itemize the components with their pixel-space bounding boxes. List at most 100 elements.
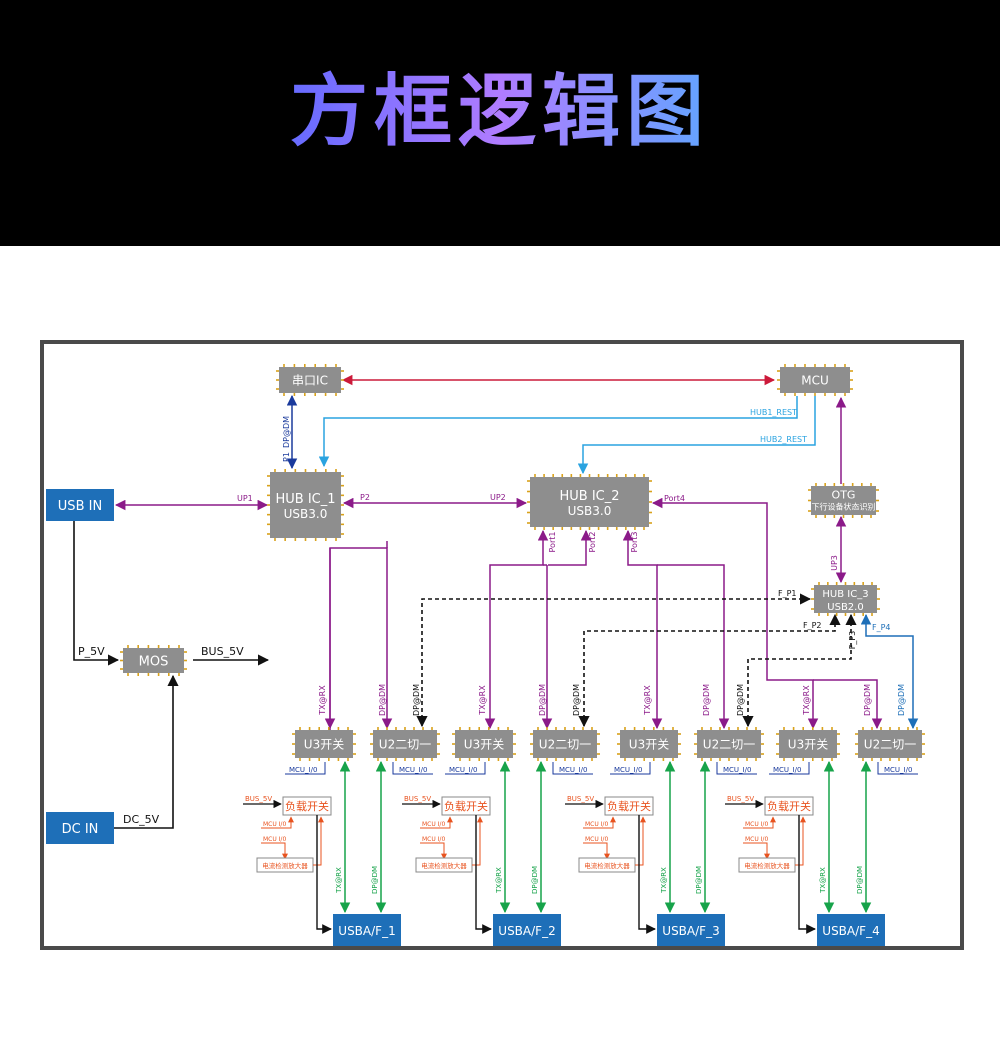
- hub1-rest-label: HUB1_REST: [750, 408, 797, 417]
- fp4-label: F_P4: [872, 623, 891, 632]
- load-switch-3: [604, 796, 654, 816]
- usba-txrx-label: TX@RX: [495, 867, 503, 894]
- load-mcu-io-label: MCU I/0: [263, 821, 286, 828]
- load-bus5v-label: BUS_5V: [245, 795, 272, 803]
- usba-dpdm-label: DP@DM: [371, 866, 379, 894]
- dcin-mos-line: [114, 674, 179, 829]
- load-bus5v-label: BUS_5V: [567, 795, 594, 803]
- u2-mcu-io-label: MCU_I/0: [723, 766, 751, 774]
- usba-dpdm-label: DP@DM: [695, 866, 703, 894]
- u3-switch-4-label: U3开关: [788, 738, 828, 752]
- hub3-fp3-line: [742, 613, 857, 728]
- usba-block-4: [817, 914, 885, 946]
- mos-chip: MOS: [120, 645, 187, 676]
- hub-ic-2-chip-label: HUB IC_2: [559, 489, 619, 504]
- port2-label: Port2: [588, 532, 597, 553]
- load-switch-1: [282, 796, 332, 816]
- up2-label: UP2: [490, 493, 506, 502]
- header-banner: 方框逻辑图: [0, 0, 1000, 246]
- hub-ic-3-chip-sublabel: USB2.0: [827, 602, 863, 613]
- dc5v-label: DC_5V: [123, 813, 160, 826]
- amp-mcu-io-label: MCU I/0: [745, 836, 768, 843]
- usba-label-2: USBA/F_2: [498, 924, 555, 938]
- diagram-frame: [40, 340, 964, 950]
- port1-label: Port1: [548, 532, 557, 553]
- mos-chip-label: MOS: [139, 654, 169, 669]
- u3-switch-3: U3开关: [617, 727, 681, 761]
- usba-block-1: [333, 914, 401, 946]
- u3-mcu-io-label: MCU_I/0: [773, 766, 801, 774]
- u3-txrx-label: TX@RX: [318, 685, 327, 716]
- otg-chip-sublabel: 下行设备状态识别: [812, 502, 876, 512]
- u2-dpdm2-label: DP@DM: [412, 684, 421, 716]
- u3-mcu-io-label: MCU_I/0: [449, 766, 477, 774]
- usba-block-3: [657, 914, 725, 946]
- load-switch-label: 负载开关: [444, 799, 488, 813]
- usba-dpdm-label: DP@DM: [856, 866, 864, 894]
- usb-in-block: [46, 489, 114, 521]
- load-switch-label: 负载开关: [285, 799, 329, 813]
- load-switch-label: 负载开关: [767, 799, 811, 813]
- current-amp-label: 电流检测放大器: [262, 861, 308, 870]
- serial-ic-chip: 串口IC: [276, 364, 344, 396]
- p5v-label: P_5V: [78, 645, 105, 658]
- amp-mcu-io-label: MCU I/0: [263, 836, 286, 843]
- load-mcu-io-label: MCU I/0: [422, 821, 445, 828]
- fp1-label: F_P1: [778, 589, 797, 598]
- port4-label: Port4: [664, 494, 685, 503]
- u2-mcu-io-label: MCU_I/0: [559, 766, 587, 774]
- u3-switch-3-label: U3开关: [629, 738, 669, 752]
- hub-ic-3-chip-label: HUB IC_3: [822, 589, 868, 600]
- u2-dpdm-label: DP@DM: [538, 684, 547, 716]
- dc-in-block: [46, 812, 114, 844]
- p2-label: P2: [360, 493, 370, 502]
- u2-dpdm2-label: DP@DM: [736, 684, 745, 716]
- u2-mcu-io-label: MCU_I/0: [884, 766, 912, 774]
- serial-ic-chip-label: 串口IC: [292, 374, 328, 388]
- u3-mcu-io-label: MCU_I/0: [614, 766, 642, 774]
- u3-txrx-label: TX@RX: [802, 685, 811, 716]
- u2-dpdm2-label: DP@DM: [572, 684, 581, 716]
- u3-switch-1: U3开关: [292, 727, 356, 761]
- u2-dpdm2-label: DP@DM: [897, 684, 906, 716]
- load-bus5v-label: BUS_5V: [727, 795, 754, 803]
- hub-ic-2-chip-sublabel: USB3.0: [568, 504, 612, 518]
- amp-mcu-io-label: MCU I/0: [422, 836, 445, 843]
- mcu-chip-label: MCU: [801, 374, 829, 388]
- amp-mcu-io-label: MCU I/0: [585, 836, 608, 843]
- u2-mux-2-label: U2二切一: [539, 738, 591, 752]
- current-amp-label: 电流检测放大器: [421, 861, 467, 870]
- u2-mux-3: U2二切一: [694, 727, 764, 761]
- load-mcu-io-label: MCU I/0: [745, 821, 768, 828]
- u2-mux-2: U2二切一: [530, 727, 600, 761]
- u2-dpdm-label: DP@DM: [702, 684, 711, 716]
- port3-label: Port3: [630, 532, 639, 553]
- usba-label-4: USBA/F_4: [822, 924, 879, 938]
- u2-mux-4: U2二切一: [855, 727, 925, 761]
- usba-txrx-label: TX@RX: [660, 867, 668, 894]
- bus5v-label: BUS_5V: [201, 645, 244, 658]
- hub2-rest-label: HUB2_REST: [760, 435, 807, 444]
- up1-label: UP1: [237, 494, 253, 503]
- usba-label-1: USBA/F_1: [338, 924, 395, 938]
- u2-mcu-io-label: MCU_I/0: [399, 766, 427, 774]
- hub2-rest-line: [577, 396, 816, 475]
- u3-mcu-io-label: MCU_I/0: [289, 766, 317, 774]
- otg-chip-label: OTG: [832, 489, 856, 502]
- hub-ic-1-chip-label: HUB IC_1: [275, 492, 335, 507]
- mcu-chip: MCU: [777, 364, 853, 396]
- u3-switch-1-label: U3开关: [304, 738, 344, 752]
- current-amp-label: 电流检测放大器: [584, 861, 630, 870]
- page-title: 方框逻辑图: [0, 62, 1000, 162]
- load-mcu-io-label: MCU I/0: [585, 821, 608, 828]
- u2-dpdm-label: DP@DM: [378, 684, 387, 716]
- load-bus5v-label: BUS_5V: [404, 795, 431, 803]
- u2-dpdm-label: DP@DM: [863, 684, 872, 716]
- hub3-fp4-line: [860, 613, 919, 730]
